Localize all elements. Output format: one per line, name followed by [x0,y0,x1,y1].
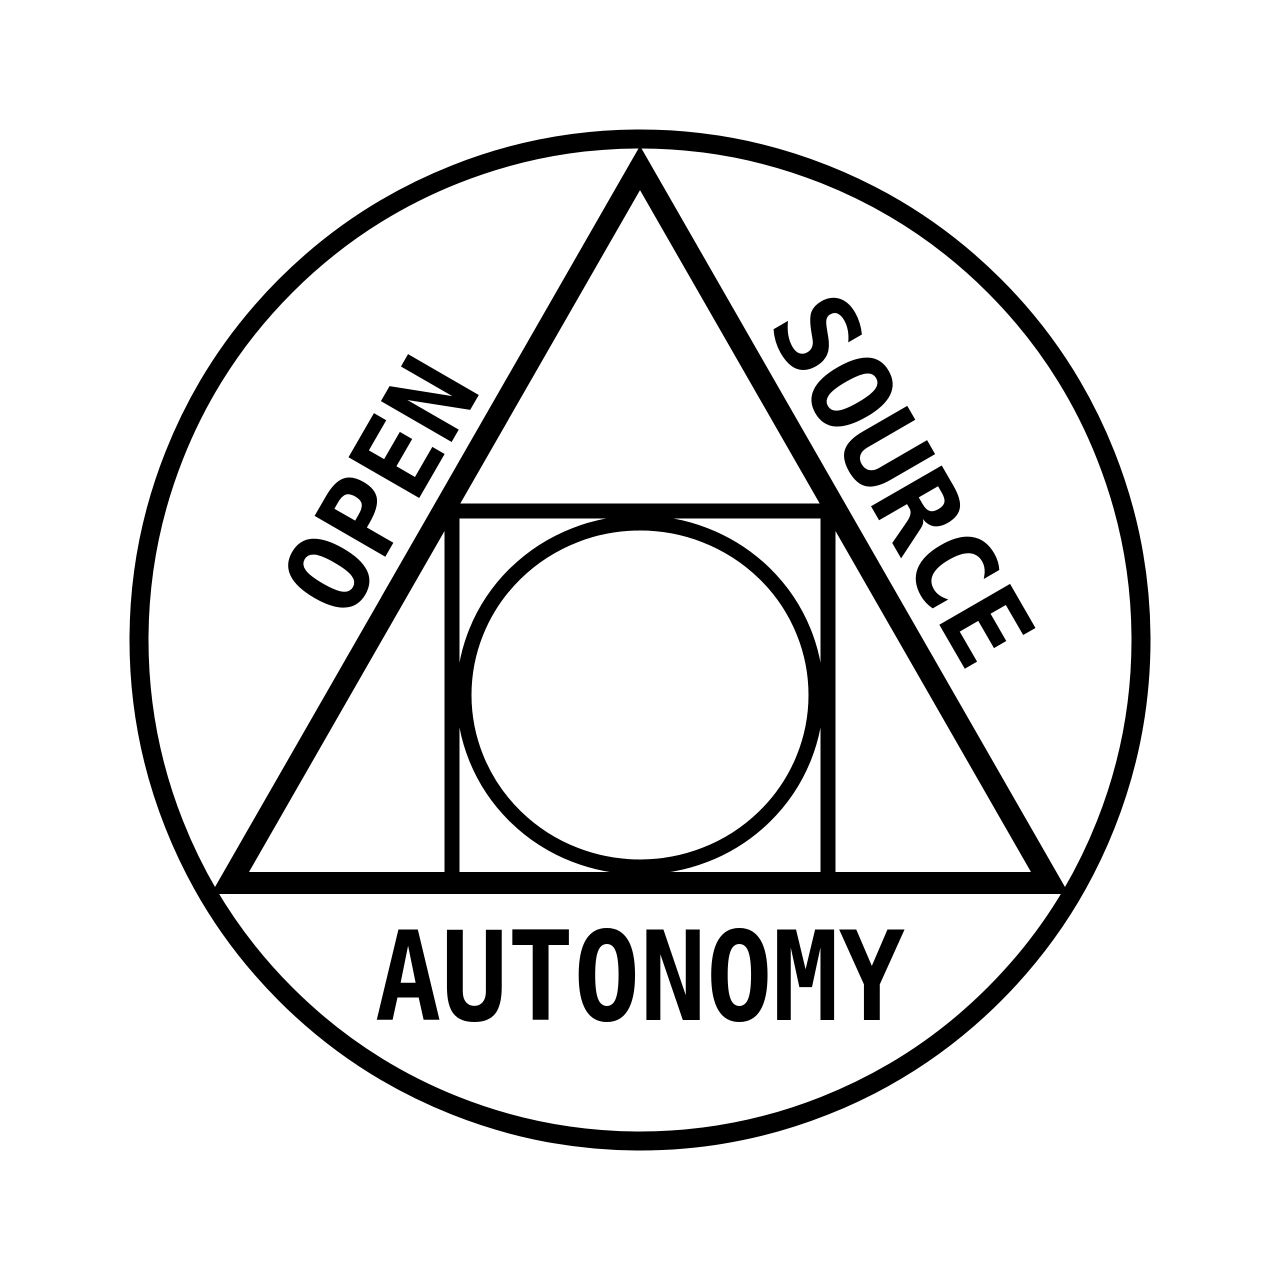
triangle [211,145,1069,894]
outer-circle [129,129,1151,1151]
autonomy-label: AUTONOMY [375,906,905,1050]
inner-circle [456,515,824,875]
square [444,503,836,883]
